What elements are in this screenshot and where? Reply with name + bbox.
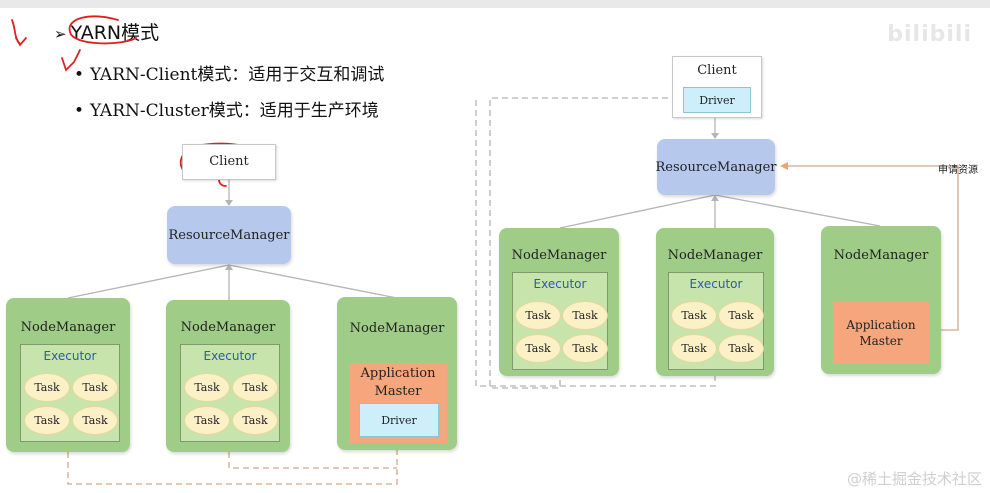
task-2: Task bbox=[232, 373, 278, 402]
left-node-manager-3: NodeManager Application Master Driver bbox=[337, 297, 457, 450]
node-manager-label: NodeManager bbox=[511, 248, 607, 263]
title-text: YARN模式 bbox=[70, 22, 160, 44]
executor-label: Executor bbox=[533, 277, 587, 291]
task-4: Task bbox=[232, 406, 278, 435]
executor-label: Executor bbox=[43, 349, 97, 363]
task-4: Task bbox=[718, 334, 764, 363]
application-master-label: Application Master bbox=[846, 318, 916, 348]
right-node-manager-3: NodeManager Application Master bbox=[821, 226, 941, 374]
task-2: Task bbox=[718, 301, 764, 330]
task-2: Task bbox=[72, 373, 118, 402]
node-manager-label: NodeManager bbox=[833, 248, 929, 263]
right-client: Client Driver bbox=[672, 56, 762, 118]
task-2: Task bbox=[562, 301, 608, 330]
request-resources-label: 申请资源 bbox=[938, 165, 978, 176]
task-1: Task bbox=[24, 373, 70, 402]
application-master: Application Master Driver bbox=[349, 363, 447, 443]
task-4: Task bbox=[72, 406, 118, 435]
task-1: Task bbox=[671, 301, 717, 330]
executor-label: Executor bbox=[689, 277, 743, 291]
node-manager-label: NodeManager bbox=[667, 248, 763, 263]
application-master-label: Application Master bbox=[360, 366, 436, 399]
node-manager-label: NodeManager bbox=[180, 320, 276, 335]
client-label: Client bbox=[697, 63, 737, 78]
executor-label: Executor bbox=[203, 349, 257, 363]
arrow-bullet-icon: ➢ bbox=[54, 25, 67, 43]
left-resource-manager: ResourceManager bbox=[167, 206, 291, 264]
task-3: Task bbox=[671, 334, 717, 363]
right-node-manager-1: NodeManager Executor Task Task Task Task bbox=[499, 228, 619, 376]
left-node-manager-1: NodeManager Executor Task Task Task Task bbox=[6, 298, 130, 452]
right-resource-manager: ResourceManager bbox=[656, 139, 776, 195]
application-master: Application Master bbox=[833, 302, 929, 364]
task-3: Task bbox=[24, 406, 70, 435]
executor-box: Executor Task Task Task Task bbox=[512, 272, 608, 370]
task-3: Task bbox=[515, 334, 561, 363]
executor-box: Executor Task Task Task Task bbox=[20, 344, 120, 442]
node-manager-label: NodeManager bbox=[349, 321, 445, 336]
executor-box: Executor Task Task Task Task bbox=[668, 272, 764, 370]
bullet-yarn-client: YARN-Client模式：适用于交互和调试 bbox=[74, 60, 384, 85]
left-client: Client bbox=[182, 144, 276, 180]
juejin-watermark: @稀土掘金技术社区 bbox=[846, 470, 982, 488]
right-node-manager-2: NodeManager Executor Task Task Task Task bbox=[656, 228, 774, 376]
node-manager-label: NodeManager bbox=[20, 320, 116, 335]
left-node-manager-2: NodeManager Executor Task Task Task Task bbox=[166, 300, 290, 452]
task-3: Task bbox=[184, 406, 230, 435]
executor-box: Executor Task Task Task Task bbox=[180, 344, 280, 442]
task-4: Task bbox=[562, 334, 608, 363]
task-1: Task bbox=[515, 301, 561, 330]
bilibili-watermark: bilibili bbox=[887, 22, 972, 47]
slide-title: ➢YARN模式 bbox=[54, 18, 159, 45]
bullet-yarn-cluster: YARN-Cluster模式：适用于生产环境 bbox=[74, 96, 379, 121]
right-driver: Driver bbox=[683, 87, 751, 113]
task-1: Task bbox=[184, 373, 230, 402]
top-bar bbox=[0, 0, 990, 8]
left-driver: Driver bbox=[359, 403, 439, 437]
